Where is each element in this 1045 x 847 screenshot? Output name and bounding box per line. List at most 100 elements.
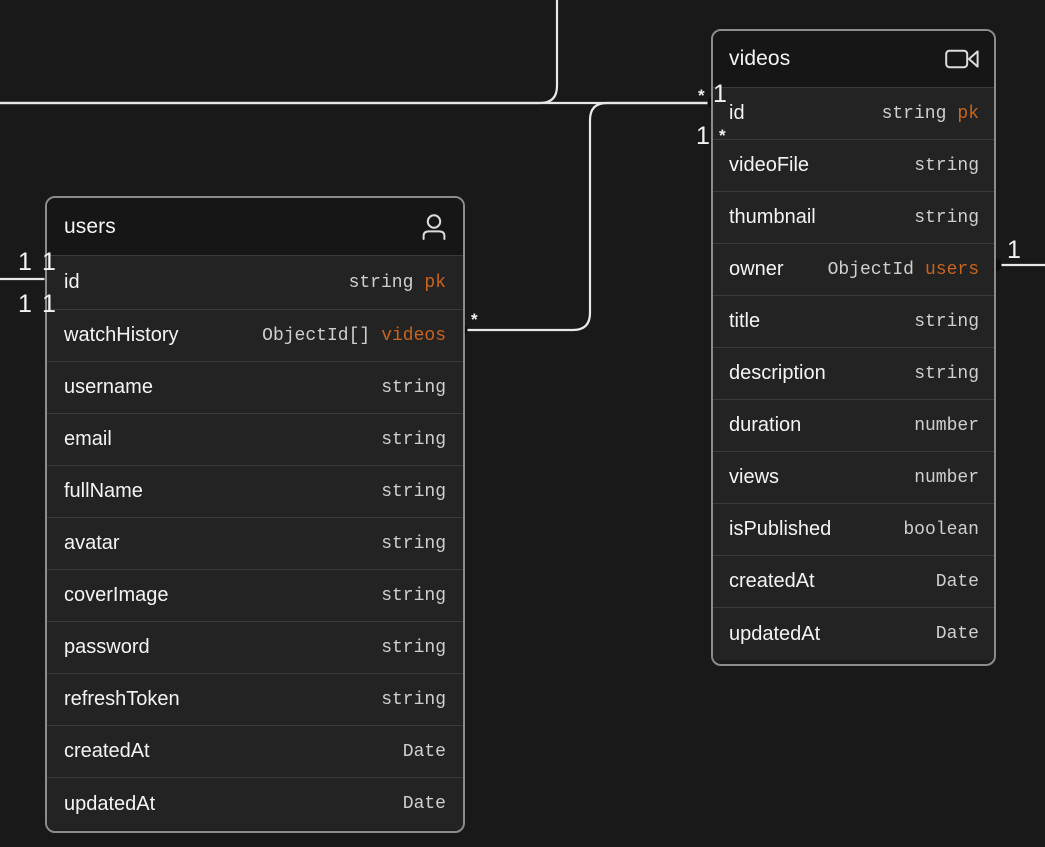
cardinality-videos-id-left-one: 1 <box>713 80 727 108</box>
entity-users-title: users <box>64 214 116 238</box>
field-name: fullName <box>64 480 143 502</box>
field-row[interactable]: description string <box>713 348 994 400</box>
field-row[interactable]: watchHistory ObjectId[] videos <box>47 310 463 362</box>
cardinality-users-id-left-outer: 1 <box>18 248 32 276</box>
field-type: string <box>914 363 979 384</box>
field-reference: pk <box>424 272 446 293</box>
cardinality-users-id-left-inner: 1 <box>42 248 56 276</box>
field-meta: string <box>381 534 446 554</box>
field-meta: string <box>914 156 979 176</box>
field-name: coverImage <box>64 584 169 606</box>
field-name: title <box>729 310 761 332</box>
field-meta: string <box>914 312 979 332</box>
person-icon <box>421 213 447 241</box>
cardinality-users-watch-right-many: * <box>471 310 478 329</box>
field-type: string <box>914 311 979 332</box>
field-meta: Date <box>403 794 446 814</box>
field-type: boolean <box>903 519 979 540</box>
entity-videos-header: videos <box>713 31 994 88</box>
field-name: email <box>64 428 112 450</box>
field-meta: ObjectId users <box>828 260 979 280</box>
field-type: string <box>914 207 979 228</box>
field-type: string <box>381 429 446 450</box>
cardinality-users-watch-left-outer: 1 <box>18 290 32 318</box>
field-type: string <box>381 637 446 658</box>
field-name: owner <box>729 258 784 280</box>
field-type: string <box>381 585 446 606</box>
field-type: string <box>381 533 446 554</box>
field-name: updatedAt <box>729 622 821 645</box>
field-row[interactable]: createdAt Date <box>713 556 994 608</box>
field-meta: string <box>381 690 446 710</box>
field-reference: pk <box>957 103 979 124</box>
field-name: id <box>64 271 80 293</box>
field-name: views <box>729 466 780 488</box>
field-name: duration <box>729 414 802 436</box>
field-row[interactable]: coverImage string <box>47 570 463 622</box>
field-name: username <box>64 376 153 398</box>
field-name: videoFile <box>729 154 810 176</box>
cardinality-users-watch-left-inner: 1 <box>42 290 56 318</box>
field-meta: Date <box>936 572 979 592</box>
field-row[interactable]: password string <box>47 622 463 674</box>
field-name: avatar <box>64 532 120 554</box>
field-type: string <box>381 481 446 502</box>
field-row[interactable]: email string <box>47 414 463 466</box>
field-name: refreshToken <box>64 688 180 710</box>
field-meta: number <box>914 468 979 488</box>
field-name: watchHistory <box>64 324 179 346</box>
field-type: string <box>348 272 414 293</box>
field-meta: string <box>381 586 446 606</box>
field-meta: ObjectId[] videos <box>262 326 446 346</box>
field-type: Date <box>935 571 979 592</box>
field-type: ObjectId <box>827 259 914 280</box>
field-row[interactable]: updatedAt Date <box>713 608 994 660</box>
field-name: isPublished <box>729 518 832 540</box>
field-row[interactable]: isPublished boolean <box>713 504 994 556</box>
field-name: password <box>64 636 150 658</box>
field-row[interactable]: fullName string <box>47 466 463 518</box>
field-type: string <box>881 103 947 124</box>
cardinality-videos-owner-right-one: 1 <box>1007 236 1021 264</box>
field-row[interactable]: title string <box>713 296 994 348</box>
field-row[interactable]: refreshToken string <box>47 674 463 726</box>
field-reference: users <box>924 259 979 280</box>
field-row[interactable]: views number <box>713 452 994 504</box>
field-meta: string <box>914 208 979 228</box>
wire-videos-id-horizontal <box>0 0 559 105</box>
field-meta: string <box>381 430 446 450</box>
field-meta: Date <box>936 624 979 644</box>
field-meta: string pk <box>349 273 446 293</box>
field-name: createdAt <box>729 570 815 592</box>
field-meta: string <box>381 378 446 398</box>
field-row[interactable]: updatedAt Date <box>47 778 463 830</box>
field-name: description <box>729 362 826 384</box>
field-row[interactable]: avatar string <box>47 518 463 570</box>
field-meta: string <box>381 638 446 658</box>
cardinality-videos-id-left-many: * <box>698 86 705 105</box>
field-row[interactable]: videoFile string <box>713 140 994 192</box>
field-row[interactable]: id string pk <box>47 256 463 310</box>
field-name: updatedAt <box>64 792 156 815</box>
cardinality-videos-below-id-many: * <box>719 126 726 145</box>
field-type: Date <box>402 741 446 762</box>
field-type: string <box>381 377 446 398</box>
field-type: number <box>914 467 979 488</box>
entity-videos-title: videos <box>729 47 791 70</box>
field-row[interactable]: owner ObjectId users <box>713 244 994 296</box>
entity-users[interactable]: users id string pk watchHistory ObjectId[] vi… <box>45 196 465 833</box>
field-type: ObjectId[] <box>262 325 371 346</box>
entity-users-fields: id string pk watchHistory ObjectId[] videos us… <box>47 256 463 830</box>
field-reference: videos <box>381 325 446 346</box>
field-type: string <box>914 155 979 176</box>
field-row[interactable]: username string <box>47 362 463 414</box>
field-meta: string <box>381 482 446 502</box>
field-type: Date <box>935 624 979 644</box>
